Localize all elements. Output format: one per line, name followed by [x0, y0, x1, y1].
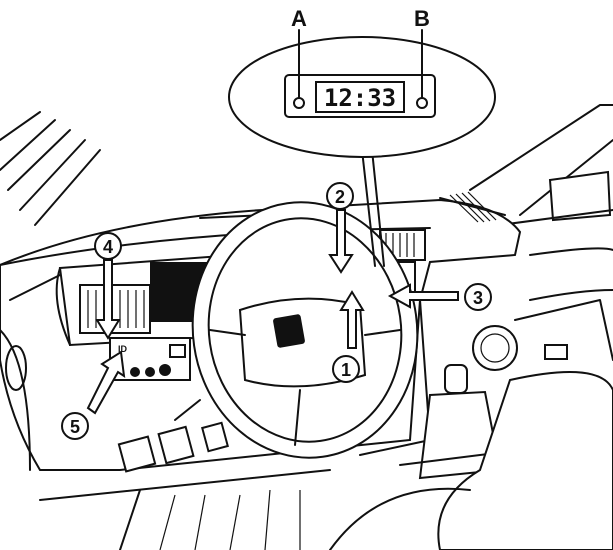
arrow-4: [95, 259, 121, 340]
gear-knob: [444, 364, 468, 394]
label-a: A: [291, 6, 307, 31]
callout-4-number: 4: [103, 237, 113, 257]
accelerator-pedal: [201, 421, 229, 453]
steering-wheel: [191, 201, 419, 459]
callout-1-number: 1: [341, 360, 351, 380]
floor-mat: [39, 469, 331, 550]
callout-2: 2: [326, 182, 354, 210]
horn-pad: [273, 314, 305, 348]
svg-text:ID: ID: [118, 344, 128, 354]
passenger-seat: [437, 371, 613, 550]
door-switch: [544, 344, 568, 360]
callout-arrows: [86, 209, 459, 415]
right-door: [469, 104, 613, 371]
arrow-1: [339, 290, 365, 349]
door-speaker: [472, 325, 518, 371]
callout-2-number: 2: [335, 187, 345, 207]
brake-pedal: [157, 425, 195, 465]
side-mirror: [548, 170, 612, 222]
clock-button-a: [293, 97, 305, 109]
driver-seat-edge: [329, 487, 471, 550]
callout-5-number: 5: [70, 417, 80, 437]
inset-leader-lines: [361, 149, 385, 267]
arrow-5: [86, 350, 126, 415]
arrow-2: [328, 209, 354, 274]
pedals: [117, 399, 229, 473]
callout-3: 3: [464, 283, 492, 311]
gear-shift: [399, 364, 561, 480]
a-pillar-lines: [0, 111, 101, 226]
clock-time-readout: 12:33: [324, 84, 396, 112]
arrow-3: [387, 283, 459, 309]
left-speaker: [5, 345, 27, 391]
clutch-pedal: [117, 435, 157, 473]
callout-4: 4: [94, 232, 122, 260]
callout-1: 1: [332, 355, 360, 383]
label-b: B: [414, 6, 430, 31]
callout-3-number: 3: [473, 288, 483, 308]
clock-display: [315, 81, 405, 113]
clock-button-b: [416, 97, 428, 109]
left-door-trim: [0, 329, 31, 471]
defrost-vent-right: [449, 191, 497, 223]
callout-5: 5: [61, 412, 89, 440]
clock-inset: 12:33 A B: [228, 6, 496, 158]
